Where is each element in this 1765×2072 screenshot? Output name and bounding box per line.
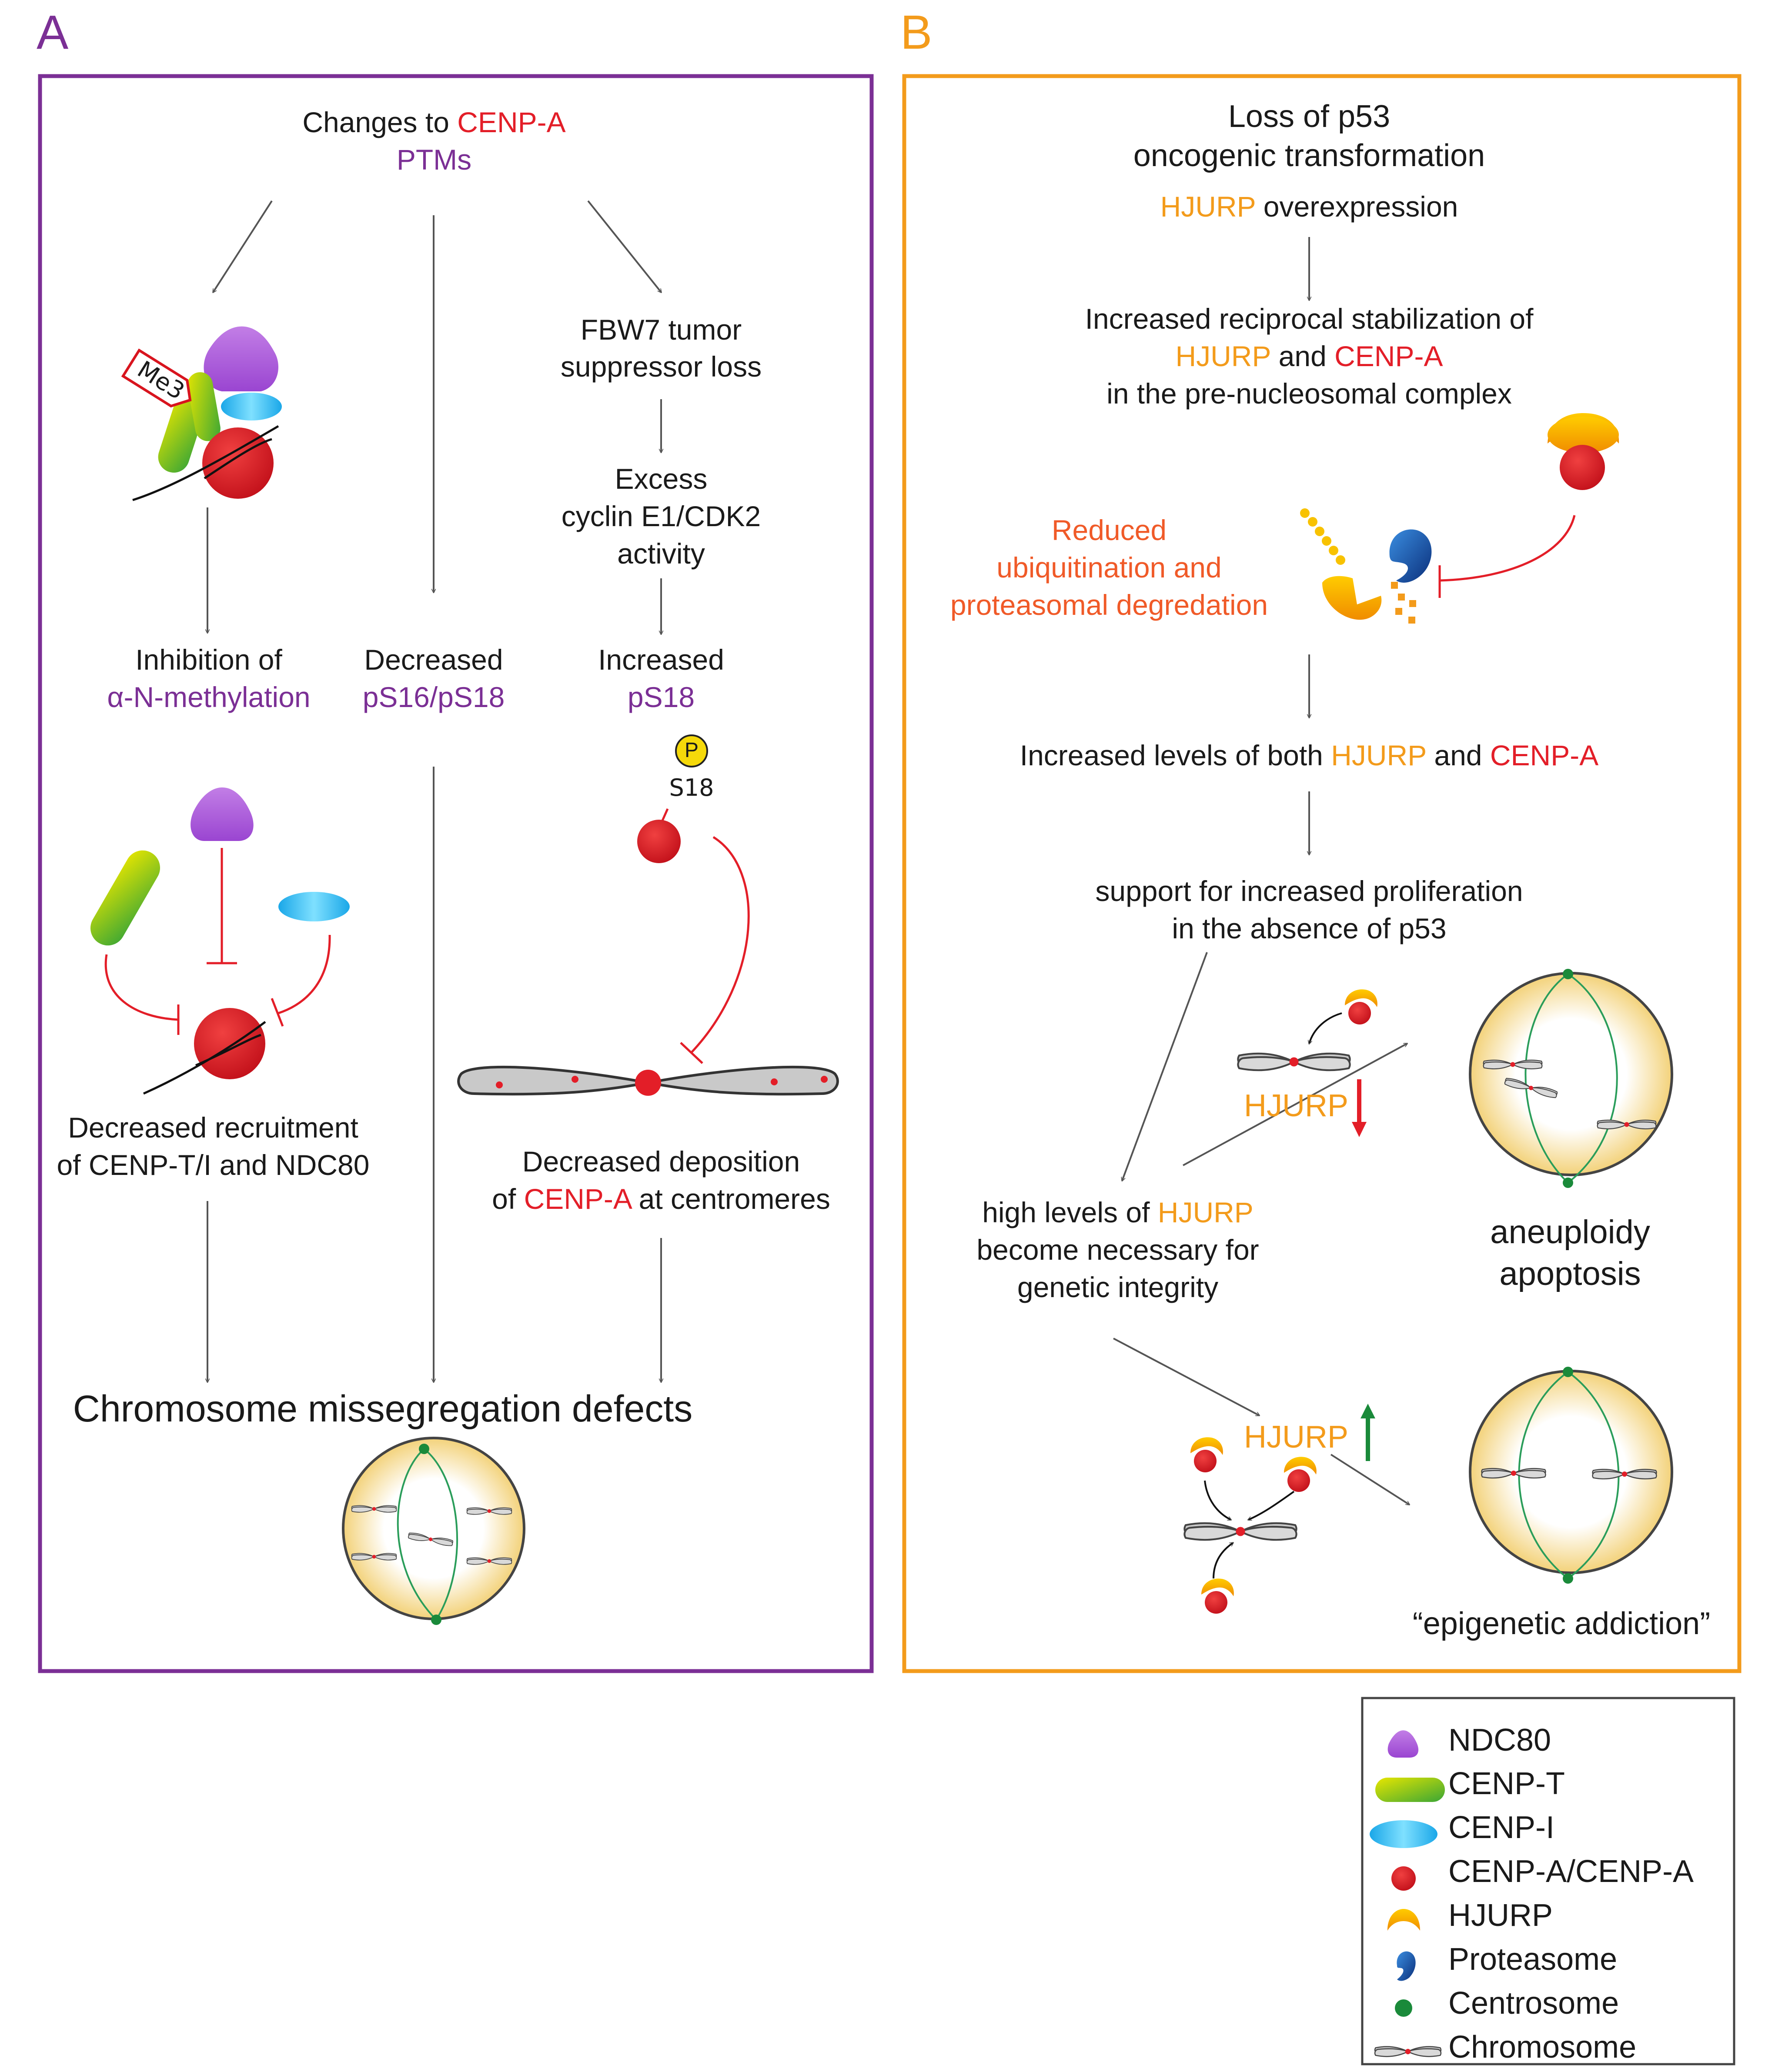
b-overexp-hjurp: HJURP (1160, 190, 1256, 223)
panel-a-header-text: Changes to (302, 106, 449, 138)
b-header-line2: oncogenic transformation (1133, 138, 1485, 173)
aneuploidy-cell (1469, 969, 1673, 1188)
b-header-line1: Loss of p53 (1228, 99, 1391, 134)
legend-frame (1361, 1697, 1735, 2065)
recruit-line2: of CENP-T/I and NDC80 (57, 1149, 370, 1181)
branch2-line1: Decreased (364, 644, 503, 676)
deposit-of: of (492, 1183, 516, 1215)
green-up-arrow (1361, 1404, 1375, 1461)
hjurp-loading-chromosome-top (1238, 989, 1377, 1070)
branch3-step2-line3: activity (617, 537, 705, 570)
deposit-line2: of CENP-A at centromeres (457, 1180, 866, 1218)
b-levels: Increased levels of both HJURP and CENP-… (961, 737, 1657, 774)
legend-ndc80: NDC80 (1448, 1723, 1551, 1758)
legend-icons (1370, 1730, 1445, 2057)
b-overexp-rest: overexpression (1263, 190, 1458, 223)
b-reduced-line2: ubiquitination and (996, 551, 1222, 584)
b-levels-pre: Increased levels of both (1020, 739, 1323, 771)
proteasome-illustration (1300, 508, 1432, 624)
legend-cenp-a: CENP-A/CENP-A (1448, 1854, 1694, 1889)
b-stab-hjurp: HJURP (1175, 340, 1271, 372)
missegregation-cell (342, 1437, 525, 1625)
b-stab-and: and (1278, 340, 1327, 372)
panel-b-letter: B (900, 6, 933, 59)
b-hjurp-up: HJURP (1244, 1420, 1348, 1455)
legend-centrosome: Centrosome (1448, 1986, 1619, 2021)
branch3-step3-line1: Increased (598, 644, 724, 676)
panel-a-header: Changes to CENP-A (238, 103, 630, 141)
cenpa-complex-illustration (121, 326, 282, 501)
b-levels-hjurp: HJURP (1331, 739, 1427, 771)
legend-chromosome: Chromosome (1448, 2030, 1637, 2065)
branch3-step2-line2: cyclin E1/CDK2 (561, 500, 761, 532)
b-epigenetic-addiction: “epigenetic addiction” (1412, 1606, 1711, 1641)
branch3-step3-line2: pS18 (627, 681, 695, 713)
panel-a-header-ptms: PTMs (396, 143, 472, 176)
b-overexpression: HJURP overexpression (1070, 188, 1548, 225)
b-high-pre: high levels of (982, 1196, 1150, 1228)
b-hjurp-down: HJURP (1244, 1088, 1348, 1123)
b-high-hjurp: HJURP (1157, 1196, 1254, 1228)
deposit-line1: Decreased deposition (522, 1145, 800, 1178)
panel-a-header-cenpa: CENP-A (457, 106, 566, 138)
b-high-line2: become necessary for (976, 1234, 1259, 1266)
b-levels-cenpa: CENP-A (1490, 739, 1599, 771)
b-stab-line3: in the pre-nucleosomal complex (1106, 377, 1512, 410)
red-down-arrow (1352, 1079, 1367, 1137)
s18-label: S18 (669, 774, 714, 801)
b-high-line3: genetic integrity (1017, 1271, 1219, 1303)
deposit-cenpa: CENP-A (524, 1183, 631, 1215)
b-stab-line1: Increased reciprocal stabilization of (1085, 303, 1534, 335)
b-stab-cenpa: CENP-A (1334, 340, 1443, 372)
deposit-end: at centromeres (638, 1183, 830, 1215)
legend-hjurp: HJURP (1448, 1898, 1553, 1933)
hjurp-loading-chromosome-bottom (1184, 1437, 1317, 1614)
b-reduced-line3: proteasomal degredation (950, 589, 1268, 621)
panel-a-frame (38, 74, 874, 1673)
panel-b-frame (902, 74, 1742, 1673)
recruit-line1: Decreased recruitment (68, 1111, 358, 1144)
b-levels-and: and (1434, 739, 1482, 771)
phospho-cenpa-illustration (457, 734, 839, 1096)
epigenetic-addiction-cell (1469, 1367, 1673, 1584)
branch1-line1: Inhibition of (135, 644, 282, 676)
b-aneuploidy: aneuploidy (1490, 1214, 1650, 1251)
hjurp-cenpa-complex (1438, 413, 1619, 598)
b-apoptosis: apoptosis (1499, 1255, 1641, 1292)
b-support-line1: support for increased proliferation (1095, 875, 1523, 907)
b-support-line2: in the absence of p53 (1172, 912, 1447, 944)
b-high-line1: high levels of HJURP (931, 1194, 1305, 1231)
phospho-label: P (684, 739, 699, 762)
branch3-step2-line1: Excess (615, 463, 708, 495)
outcome-title: Chromosome missegregation defects (73, 1388, 693, 1430)
inhibition-illustration (90, 787, 350, 1095)
panel-a-letter: A (37, 6, 69, 59)
legend-cenp-i: CENP-I (1448, 1810, 1555, 1845)
b-stab-line2: HJURP and CENP-A (1005, 337, 1614, 375)
legend-cenp-t: CENP-T (1448, 1766, 1565, 1801)
branch3-step1-line2: suppressor loss (560, 350, 762, 383)
branch1-line2: α-N-methylation (107, 681, 311, 713)
branch2-line2: pS16/pS18 (362, 681, 505, 713)
legend-proteasome: Proteasome (1448, 1942, 1618, 1977)
b-reduced-line1: Reduced (1051, 514, 1167, 546)
branch3-step1-line1: FBW7 tumor (580, 314, 742, 346)
